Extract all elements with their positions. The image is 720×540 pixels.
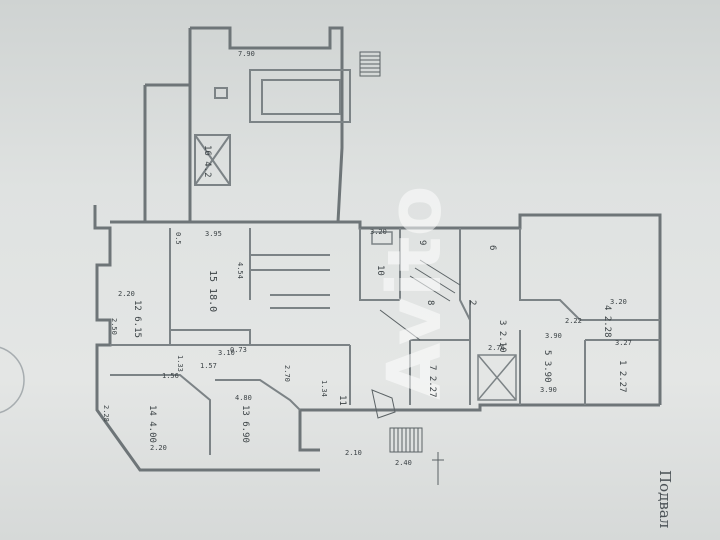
room-label-13: 13 6.90 <box>240 405 250 443</box>
dimension-labels: 7.90 3.95 0.5 2.20 2.50 1.33 1.56 2.28 4… <box>102 50 632 467</box>
entrance-marker <box>432 452 444 485</box>
room-label-14: 14 4.00 <box>147 405 157 443</box>
plan-caption: Подвал <box>656 470 674 528</box>
dim-label: 3.90 <box>545 332 562 340</box>
shafts <box>371 231 517 401</box>
stairs <box>359 51 461 453</box>
dim-label: 1.56 <box>162 372 179 380</box>
dim-label: 3.20 <box>370 228 387 236</box>
room-label-12: 12 6.15 <box>132 300 142 338</box>
dim-label: 4.80 <box>235 394 252 402</box>
room-label-6: 6 <box>487 245 497 250</box>
dim-label: 2.76 <box>488 344 505 352</box>
room-label-5: 5 3.90 <box>542 350 552 383</box>
dim-label: 2.50 <box>110 318 118 335</box>
room-label-3: 3 2.10 <box>497 320 507 353</box>
room-label-1: 1 2.27 <box>617 360 627 393</box>
dim-label: 1.33 <box>176 355 184 372</box>
room-label-7: 7 2.27 <box>427 365 437 398</box>
stamp-fragment <box>0 346 25 414</box>
dim-label: 3.10 <box>218 349 235 357</box>
room-label-2: 2 <box>467 300 477 305</box>
room-label-10: 10 <box>375 265 385 276</box>
dim-label: 2.40 <box>395 459 412 467</box>
dim-label: 3.20 <box>610 298 627 306</box>
dim-label: 2.20 <box>150 444 167 452</box>
dim-label: 0.73 <box>230 346 247 354</box>
room-label-11: 11 <box>337 395 347 406</box>
room-label-15: 15 18.0 <box>207 270 218 312</box>
dim-label: 7.90 <box>238 50 255 58</box>
dim-label: 0.5 <box>174 232 182 245</box>
interior-walls <box>110 228 660 455</box>
dim-label: 2.22 <box>565 317 582 325</box>
dim-label: 2.20 <box>118 290 135 298</box>
annex-rooms <box>194 69 351 186</box>
room-label-8: 8 <box>425 300 435 305</box>
room-label-16: 16 4.2 <box>202 145 212 178</box>
room-labels: 15 18.0 4.54 14 4.00 13 6.90 12 6.15 11 … <box>132 145 627 443</box>
room-label-4: 4 2.28 <box>602 305 612 338</box>
dim-label: 1.57 <box>200 362 217 370</box>
room-sublabel-15: 4.54 <box>236 262 244 279</box>
dim-label: 1.34 <box>320 380 328 397</box>
room-label-9: 9 <box>417 240 427 245</box>
dim-label: 3.27 <box>615 339 632 347</box>
watermark-text: Avito <box>372 186 458 400</box>
dim-label: 3.90 <box>540 386 557 394</box>
dim-label: 2.10 <box>345 449 362 457</box>
dim-label: 3.95 <box>205 230 222 238</box>
dim-label: 2.70 <box>283 365 291 382</box>
dim-label: 2.28 <box>102 405 110 422</box>
